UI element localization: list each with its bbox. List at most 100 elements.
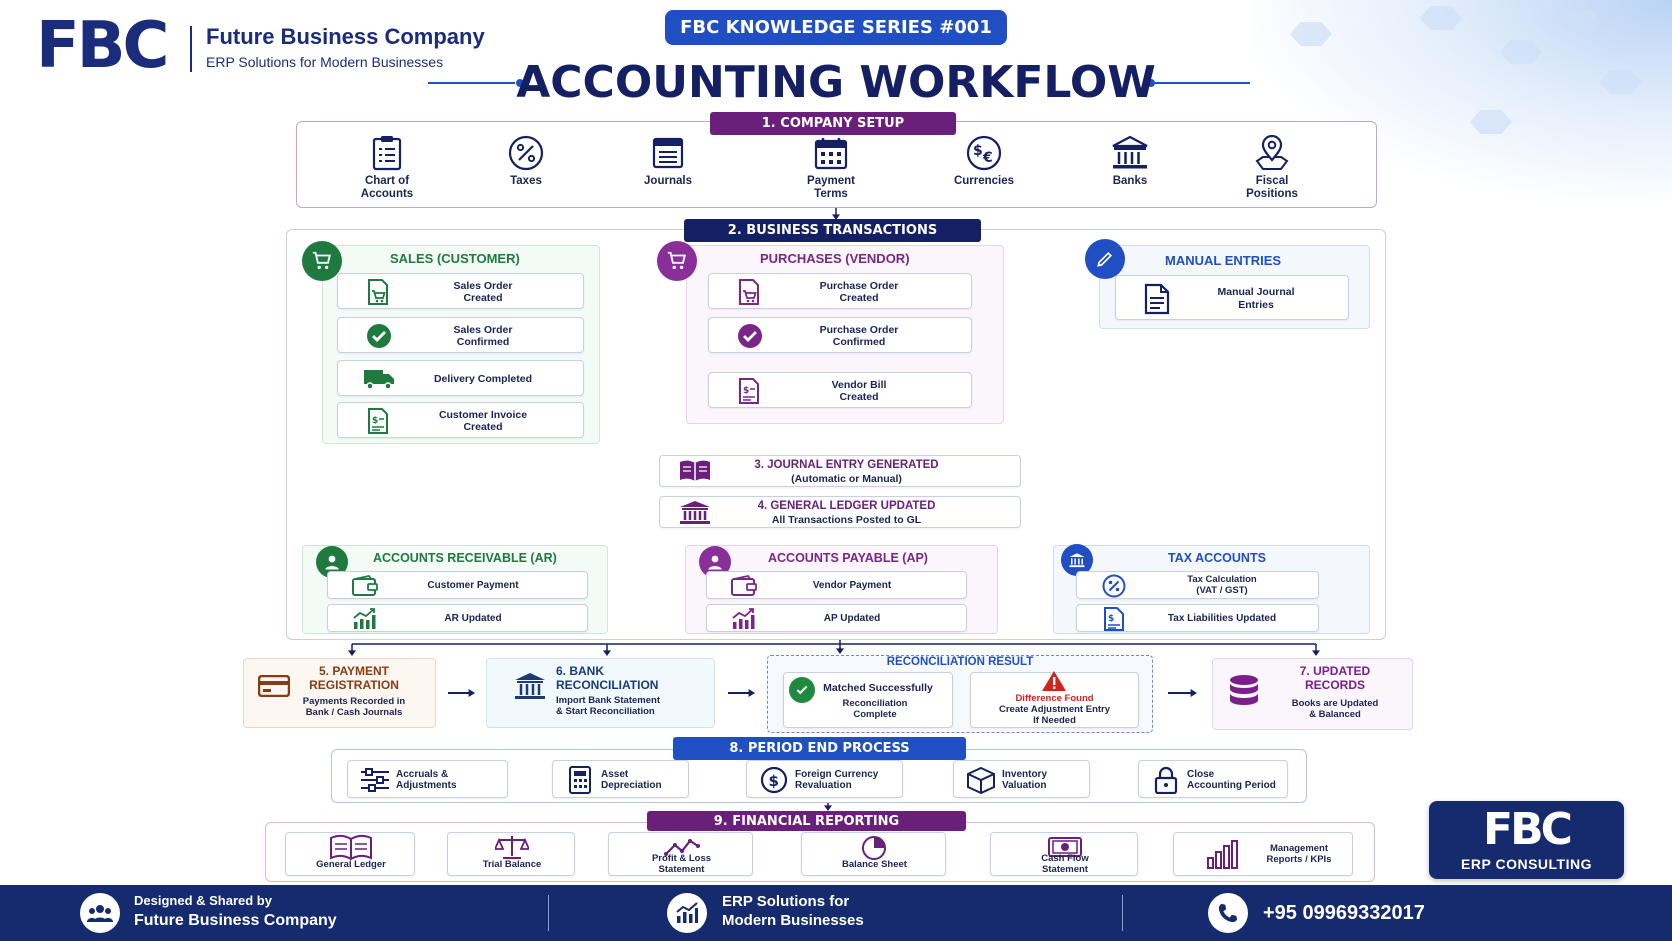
step-label: AR Updated (444, 613, 502, 625)
bank-reconciliation-box (486, 658, 715, 728)
setup-item-label: Currencies (953, 175, 1015, 187)
check-circle-icon (362, 318, 396, 354)
journal-book-icon (608, 134, 728, 172)
step-label: Cash Flow Statement (1041, 853, 1089, 875)
ledger-bank-icon (677, 499, 713, 525)
wallet-icon (727, 572, 761, 600)
svg-text:$: $ (769, 772, 779, 790)
report-label-wrap: General Ledger (286, 859, 416, 871)
step-label-wrap: Purchase Order Confirmed (779, 318, 939, 354)
setup-item-label: Payment Terms (807, 175, 855, 201)
arrow-head (1312, 650, 1320, 656)
step-label-wrap: Sales Order Created (408, 274, 558, 310)
scales-icon (448, 835, 576, 859)
hex-decoration (1470, 110, 1512, 134)
designed-by-label: Designed & Shared by (134, 893, 272, 908)
step-label: Tax Liabilities Updated (1167, 613, 1277, 625)
percent-icon (466, 134, 586, 172)
footer-company: Future Business Company (134, 912, 337, 929)
growth-chart-icon (667, 893, 707, 933)
step-label-wrap: Customer Payment (388, 572, 558, 600)
step-label: Tax Calculation (VAT / GST) (1187, 574, 1257, 596)
arrow-head (603, 650, 611, 656)
sales-order-confirmed-step: Sales Order Confirmed (337, 317, 584, 353)
sales-cart-icon (302, 241, 342, 281)
ap-updated-step: AP Updated (706, 604, 967, 632)
setup-item-label: Banks (1112, 175, 1148, 187)
page-title: ACCOUNTING WORKFLOW (516, 56, 1156, 108)
report-item-0: General Ledger (285, 832, 415, 876)
step-label: Vendor Bill Created (831, 378, 887, 403)
report-item-5: Management Reports / KPIs (1173, 832, 1353, 876)
customer-payment-step: Customer Payment (327, 571, 588, 599)
footer-divider (548, 895, 549, 931)
step-label-wrap: Tax Calculation (VAT / GST) (1137, 572, 1307, 600)
report-item-3: Balance Sheet (801, 832, 946, 876)
step-label-wrap: Manual Journal Entries (1186, 276, 1326, 321)
step-label: Close Accounting Period (1187, 768, 1276, 792)
tax-title: TAX ACCOUNTS (1168, 551, 1266, 565)
fbc-logo: FBC (36, 9, 169, 83)
setup-item-5: Banks (1070, 134, 1190, 204)
purchases-subtitle: (VENDOR) (845, 251, 910, 266)
bank-reconciliation-subtitle-text: Import Bank Statement & Start Reconcilia… (556, 695, 660, 717)
updated-records-subtitle: Books are Updated & Balanced (1270, 698, 1400, 721)
reconciliation-bank-icon (510, 669, 550, 703)
setup-item-0: Chart of Accounts (327, 134, 447, 204)
general-ledger-subtitle-text: All Transactions Posted to GL (771, 514, 922, 526)
matched-title: Matched Successfully (818, 682, 938, 694)
invoice-icon: $ (733, 373, 767, 409)
report-item-1: Trial Balance (447, 832, 575, 876)
hex-decoration (1420, 6, 1462, 30)
journal-entry-title: 3. JOURNAL ENTRY GENERATED (754, 459, 939, 471)
step-label-wrap: Tax Liabilities Updated (1137, 605, 1307, 633)
setup-item-6: Fiscal Positions (1212, 134, 1332, 204)
general-ledger-title: 4. GENERAL LEDGER UPDATED (757, 500, 936, 512)
arrow-head (836, 648, 844, 654)
step-label: Management Reports / KPIs (1266, 843, 1332, 865)
svg-text:$: $ (1108, 614, 1114, 624)
manual-entries-title: MANUAL ENTRIES (1165, 253, 1282, 268)
company-setup-title: 1. COMPANY SETUP (710, 112, 956, 135)
box-icon (964, 761, 998, 799)
badge-subtitle: ERP CONSULTING (1461, 856, 1592, 872)
database-icon (1226, 673, 1262, 709)
journal-entry-box (659, 455, 1021, 487)
step-label: Foreign Currency Revaluation (795, 768, 879, 792)
period-label-wrap: Close Accounting Period (1187, 761, 1285, 799)
cart-doc-icon (362, 274, 396, 310)
step-label: Manual Journal Entries (1217, 286, 1295, 311)
step-label: Accruals & Adjustments (396, 768, 457, 792)
setup-item-label: Journals (644, 175, 692, 187)
phone-icon (1208, 893, 1248, 933)
updated-records-subtitle-text: Books are Updated & Balanced (1291, 698, 1379, 720)
difference-result-box (970, 672, 1139, 728)
sales-title-text: SALES (390, 251, 434, 266)
financial-reporting-title: 9. FINANCIAL REPORTING (647, 811, 966, 831)
tax-doc-icon: $ (1097, 605, 1131, 633)
report-item-2: Profit & Loss Statement (608, 832, 753, 876)
logo-divider (190, 26, 192, 72)
purchase-order-confirmed-step: Purchase Order Confirmed (708, 317, 972, 353)
step-label-wrap: Customer Invoice Created (408, 403, 558, 439)
step-label: Sales Order Created (453, 279, 513, 304)
growth-icon (727, 605, 761, 633)
calendar-icon (771, 134, 891, 172)
payment-registration-subtitle: Payments Recorded in Bank / Cash Journal… (288, 696, 420, 719)
payment-registration-box (243, 658, 436, 728)
footer-divider (1122, 895, 1123, 931)
step-label: Customer Invoice Created (438, 408, 528, 433)
sales-title: SALES (CUSTOMER) (390, 251, 520, 266)
setup-item-1: Taxes (466, 134, 586, 204)
warning-icon (1040, 669, 1068, 693)
vendor-payment-step: Vendor Payment (706, 571, 967, 599)
step-label-wrap: Vendor Payment (767, 572, 937, 600)
check-circle-icon (789, 677, 815, 703)
footer-phone: +95 09969332017 (1263, 902, 1425, 924)
step-label-wrap: Purchase Order Created (779, 274, 939, 310)
step-label-wrap: AP Updated (767, 605, 937, 633)
invoice-icon: $ (362, 403, 396, 439)
ar-updated-step: AR Updated (327, 604, 588, 632)
difference-subtitle-text: Create Adjustment Entry If Needed (998, 704, 1111, 726)
step-label-wrap: AR Updated (388, 605, 558, 633)
